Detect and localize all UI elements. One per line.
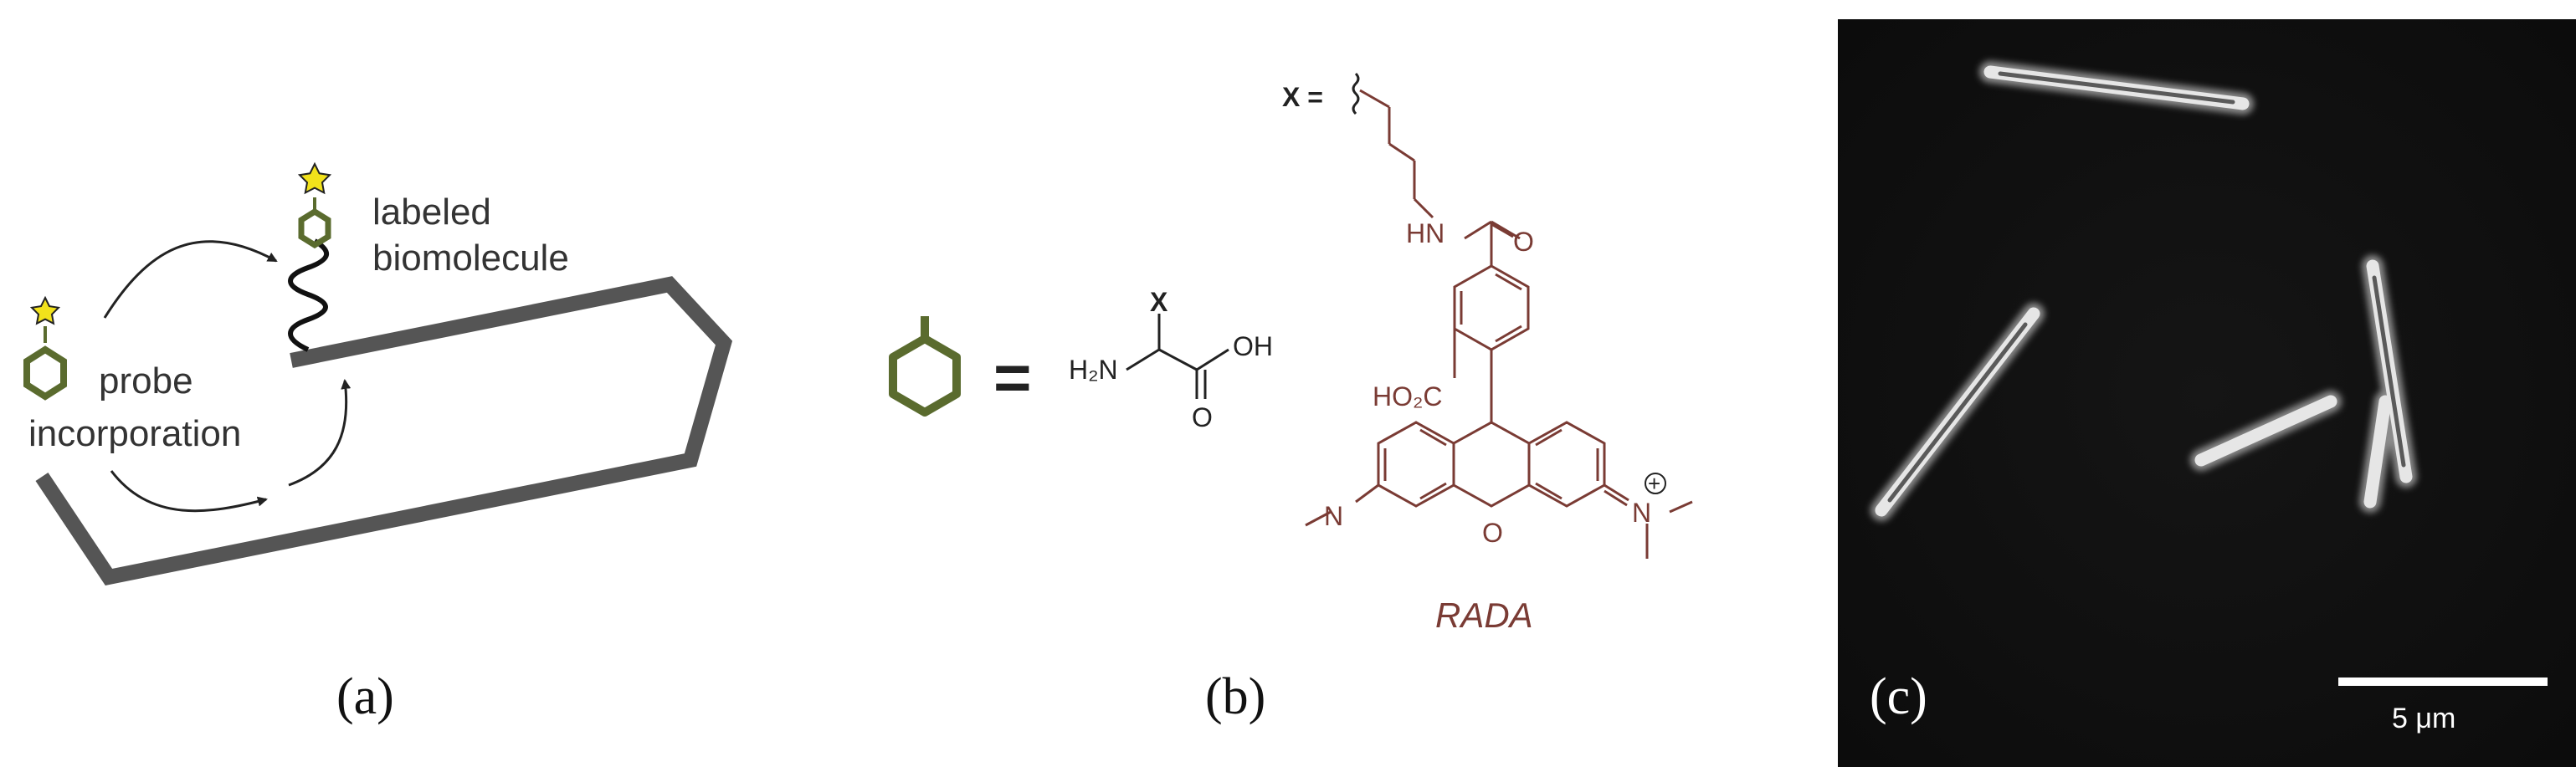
x-label: X — [1150, 287, 1168, 317]
cell-wall-outline — [35, 276, 733, 586]
panel-b: = X H₂N OH O X = — [889, 72, 1693, 725]
arrow-upper — [103, 240, 278, 319]
arrow-lower-1 — [110, 470, 268, 513]
hexagon-icon — [298, 207, 331, 249]
n-right-label: N — [1632, 498, 1651, 528]
amino-acid-structure — [1126, 314, 1229, 399]
positive-charge-circle — [1645, 473, 1666, 494]
label-biomolecule: biomolecule — [372, 238, 569, 279]
n-left-label: N — [1324, 501, 1343, 531]
panel-letter-c: (c) — [1870, 668, 1927, 725]
oh-label: OH — [1233, 331, 1273, 361]
panel-letter-a: (a) — [336, 668, 394, 725]
panel-c: 5 μm (c) — [1838, 19, 2576, 767]
equals-sign: = — [993, 340, 1032, 414]
rada-name: RADA — [1435, 596, 1533, 635]
carbonyl-o-label: O — [1192, 402, 1213, 432]
label-probe: probe — [99, 360, 193, 401]
star-icon — [297, 161, 332, 195]
label-incorporation: incorporation — [28, 413, 241, 454]
ring-o-label: O — [1482, 518, 1503, 548]
cyclohexane-icon — [889, 316, 961, 417]
panel-a: labeled biomolecule probe incorporation … — [23, 161, 733, 725]
panel-letter-b: (b) — [1205, 668, 1265, 725]
h2n-label: H₂N — [1069, 355, 1118, 385]
microscopy-background — [1838, 19, 2576, 767]
label-labeled: labeled — [372, 192, 491, 233]
x-equals-label: X = — [1282, 82, 1323, 112]
arrow-lower-2 — [288, 379, 352, 487]
ho2c-label: HO₂C — [1373, 381, 1443, 412]
hn-label: HN — [1406, 218, 1445, 248]
scale-bar — [2338, 678, 2548, 686]
amide-o-label: O — [1513, 227, 1534, 257]
bacteria-cells — [1870, 61, 2417, 521]
hexagon-icon — [23, 345, 67, 401]
scale-bar-label: 5 μm — [2392, 703, 2455, 734]
spring-linker — [288, 238, 329, 352]
rada-structure — [1305, 72, 1693, 559]
positive-charge: + — [1648, 471, 1660, 496]
star-icon — [29, 295, 61, 325]
